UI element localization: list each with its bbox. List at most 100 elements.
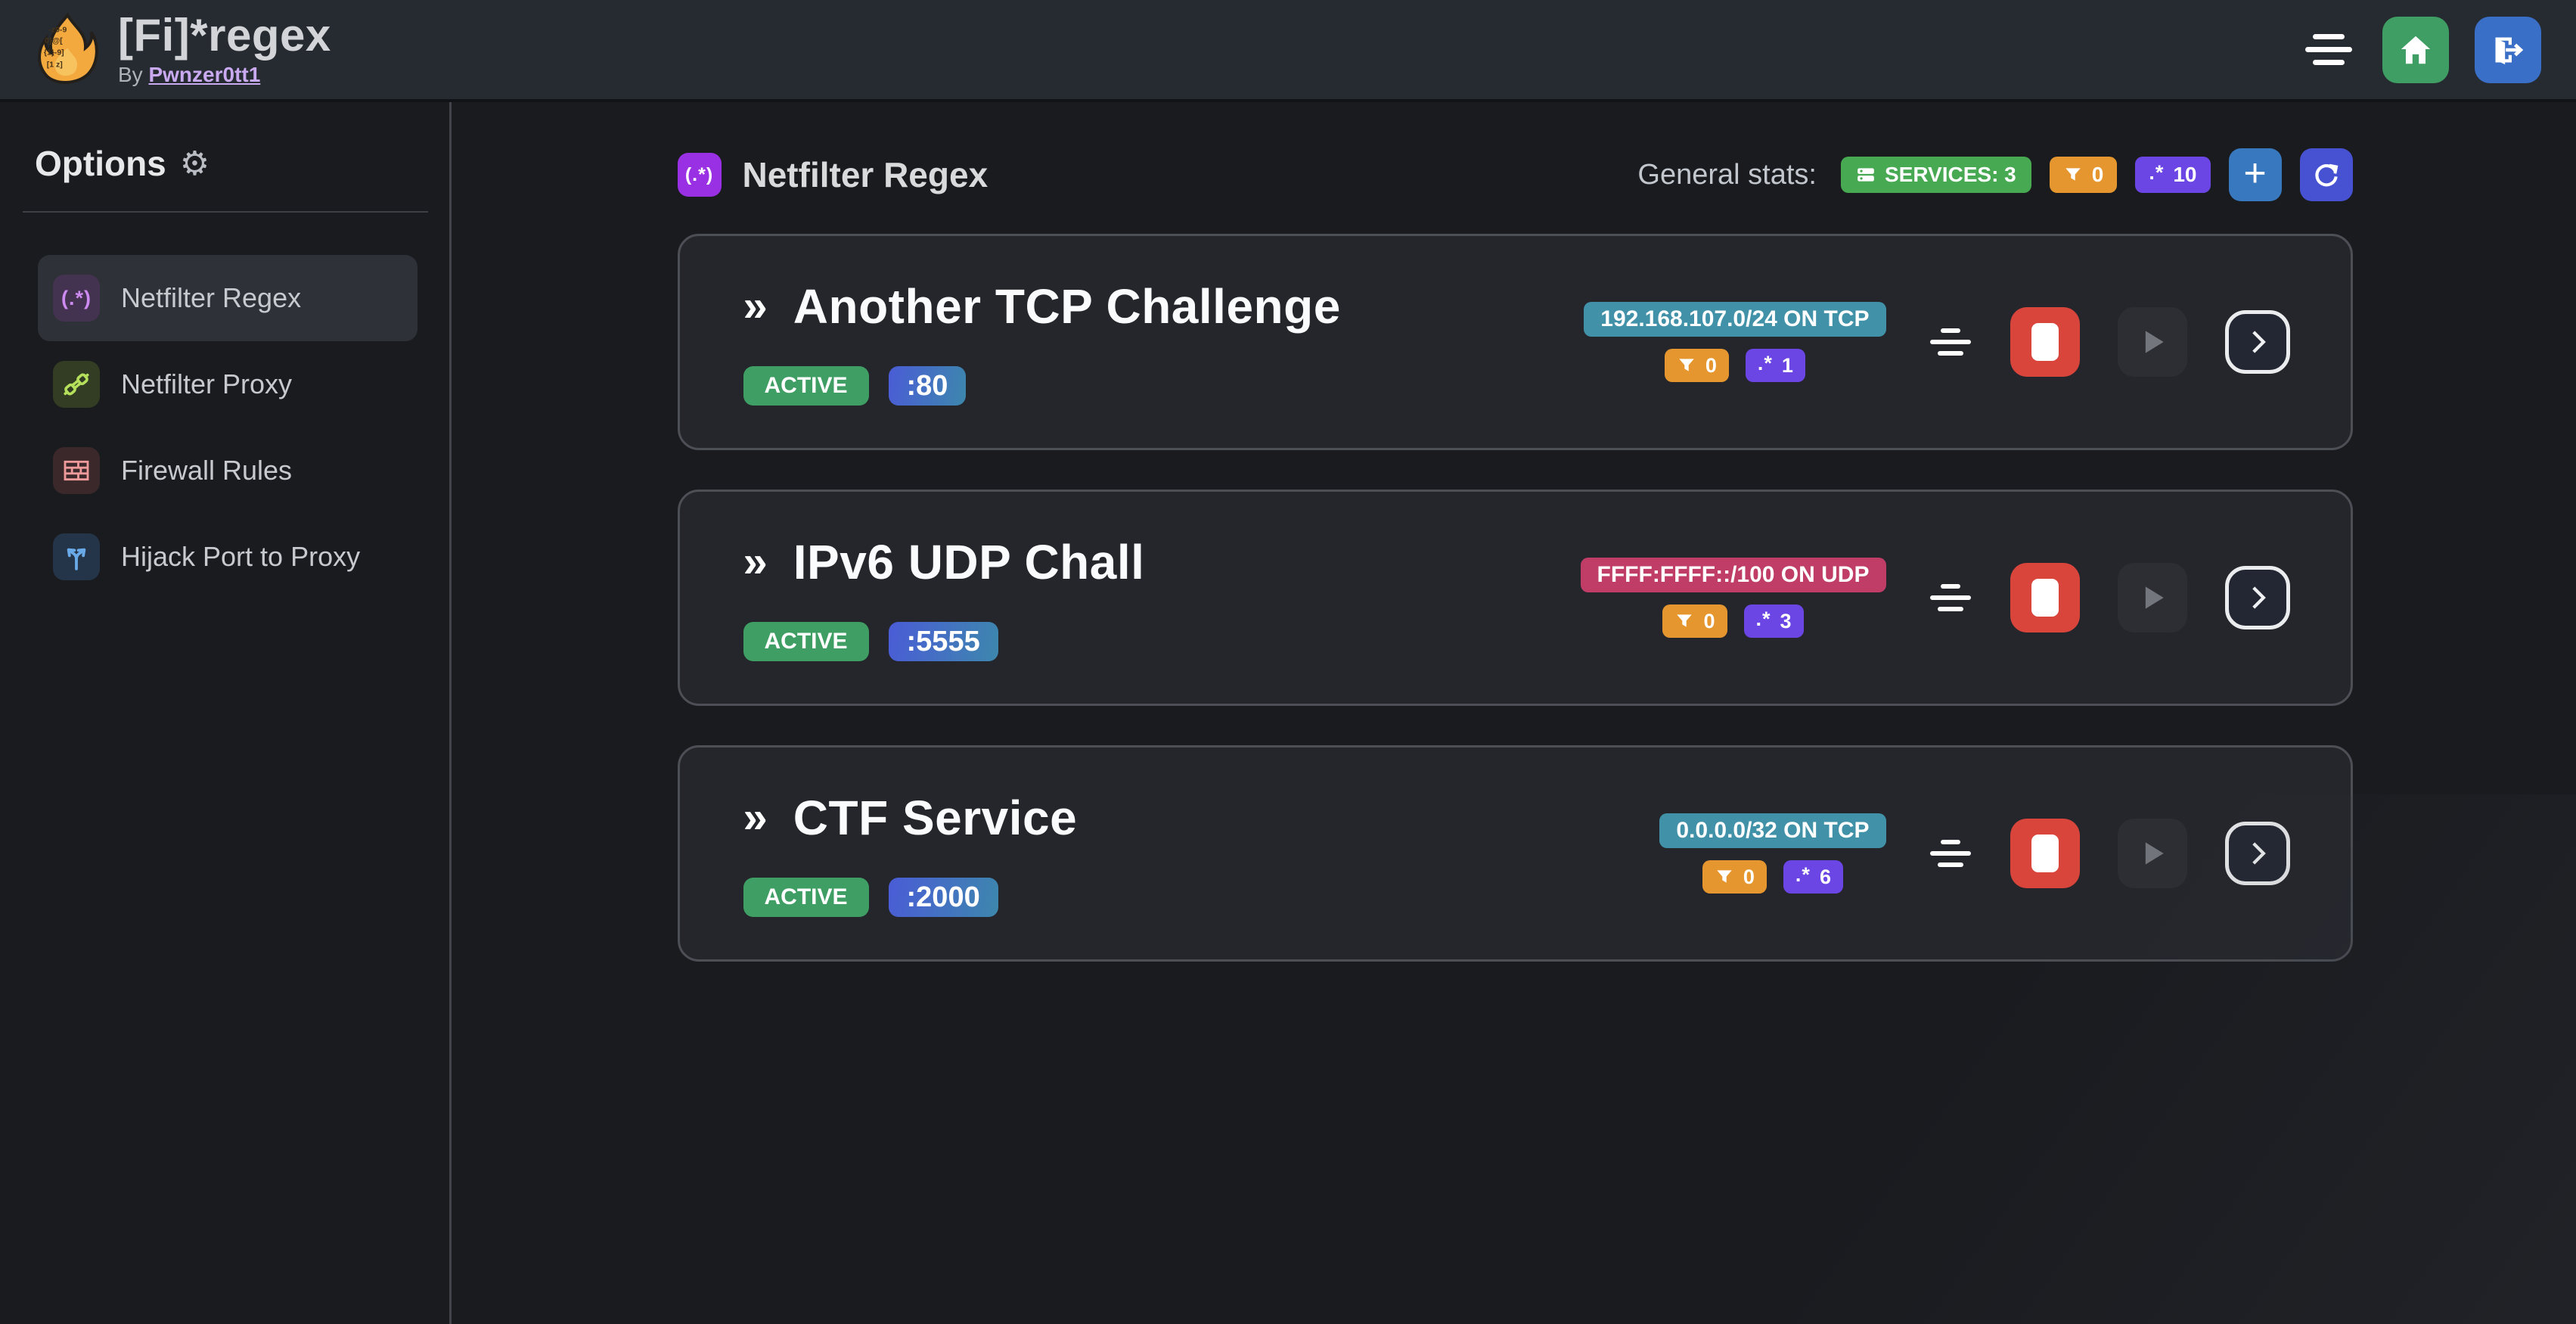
regexes-total-value: 10 — [2173, 163, 2197, 186]
service-list: » Another TCP Challenge ACTIVE :80 192.1… — [677, 234, 2353, 962]
sidebar-heading: Options ⚙ — [35, 143, 449, 184]
add-service-button[interactable]: + — [2228, 148, 2282, 201]
service-card: » CTF Service ACTIVE :2000 0.0.0.0/32 ON… — [677, 745, 2353, 962]
stop-icon — [2031, 323, 2059, 361]
main-panel: (.*) Netfilter Regex General stats: SERV… — [454, 102, 2576, 1324]
author-link[interactable]: Pwnzer0tt1 — [148, 62, 261, 86]
stop-icon — [2031, 579, 2059, 617]
svg-text:0}@[: 0}@[ — [45, 36, 63, 45]
service-menu-icon[interactable] — [1924, 834, 1977, 873]
open-service-button[interactable] — [2224, 822, 2290, 885]
services-count-label: SERVICES: 3 — [1884, 163, 2016, 186]
sidebar-item-label: Netfilter Proxy — [121, 368, 293, 399]
regex-glyph-icon: .* — [1795, 862, 1811, 886]
regexes-value: 3 — [1780, 609, 1792, 632]
service-menu-icon[interactable] — [1924, 322, 1977, 362]
filters-badge: 0 — [1702, 860, 1767, 894]
regexes-total-badge: .* 10 — [2135, 157, 2211, 193]
stop-service-button[interactable] — [2010, 819, 2080, 888]
status-badge: ACTIVE — [743, 366, 869, 406]
refresh-icon — [2314, 163, 2338, 187]
server-icon — [1858, 168, 1874, 182]
regexes-badge: .* 6 — [1783, 860, 1843, 894]
stop-service-button[interactable] — [2010, 563, 2080, 632]
status-badge: ACTIVE — [743, 878, 869, 917]
brick-wall-icon — [53, 447, 100, 494]
service-name: IPv6 UDP Chall — [793, 535, 1145, 589]
byline-prefix: By — [118, 62, 143, 86]
filters-badge: 0 — [1662, 605, 1727, 638]
sidebar-nav: (.*) Netfilter Regex Netfilter Proxy — [0, 255, 449, 600]
start-service-button[interactable] — [2117, 563, 2187, 632]
chevron-right-icon — [2252, 331, 2266, 353]
funnel-icon — [1717, 870, 1732, 883]
start-service-button[interactable] — [2117, 307, 2187, 377]
section-header: (.*) Netfilter Regex General stats: SERV… — [677, 148, 2353, 201]
sidebar-item-label: Netfilter Regex — [121, 282, 302, 313]
byline: By Pwnzer0tt1 — [118, 63, 331, 87]
svg-text:{1}-9]: {1}-9] — [44, 48, 64, 57]
sidebar-item-firewall-rules[interactable]: Firewall Rules — [38, 427, 417, 514]
double-chevron-icon: » — [743, 281, 768, 331]
funnel-icon — [1679, 359, 1694, 371]
sidebar-item-label: Hijack Port to Proxy — [121, 541, 361, 572]
filters-value: 0 — [1743, 865, 1755, 888]
split-arrows-icon — [53, 533, 100, 580]
cidr-badge: FFFF:FFFF::/100 ON UDP — [1580, 558, 1886, 592]
gear-icon: ⚙ — [179, 145, 210, 182]
logout-button[interactable] — [2475, 16, 2541, 83]
regex-glyph-icon: .* — [2149, 160, 2165, 184]
section-title: Netfilter Regex — [742, 155, 989, 194]
filters-value: 0 — [1705, 353, 1717, 377]
flame-logo: -z0-9 0}@[ {1}-9] [1 z] — [38, 12, 98, 84]
sidebar-item-label: Firewall Rules — [121, 455, 293, 486]
port-badge: :5555 — [888, 622, 998, 661]
sidebar-divider — [23, 211, 428, 213]
brand-block: [Fi]*regex By Pwnzer0tt1 — [118, 9, 331, 87]
funnel-icon — [1677, 614, 1693, 627]
status-badge: ACTIVE — [743, 622, 869, 661]
stats-label: General stats: — [1637, 158, 1817, 191]
cidr-badge: 0.0.0.0/32 ON TCP — [1659, 813, 1886, 848]
sidebar-item-netfilter-regex[interactable]: (.*) Netfilter Regex — [38, 255, 417, 341]
service-menu-icon[interactable] — [1924, 578, 1977, 617]
chevron-right-icon — [2252, 586, 2266, 609]
stop-service-button[interactable] — [2010, 307, 2080, 377]
start-service-button[interactable] — [2117, 819, 2187, 888]
play-icon — [2145, 331, 2164, 353]
service-card: » Another TCP Challenge ACTIVE :80 192.1… — [677, 234, 2353, 450]
sidebar-heading-label: Options — [35, 144, 166, 183]
regexes-badge: .* 3 — [1743, 605, 1804, 638]
logout-icon — [2495, 37, 2524, 64]
open-service-button[interactable] — [2224, 310, 2290, 374]
funnel-icon — [2065, 168, 2081, 181]
port-badge: :2000 — [888, 878, 998, 917]
app-title: [Fi]*regex — [118, 9, 331, 61]
service-name: CTF Service — [793, 791, 1078, 845]
top-navbar: -z0-9 0}@[ {1}-9] [1 z] [Fi]*regex By Pw… — [0, 0, 2576, 102]
regexes-badge: .* 1 — [1745, 349, 1805, 382]
service-name: Another TCP Challenge — [793, 279, 1341, 334]
services-count-badge: SERVICES: 3 — [1840, 157, 2031, 193]
home-button[interactable] — [2382, 16, 2449, 83]
filters-total-badge: 0 — [2049, 157, 2118, 193]
regexes-value: 1 — [1781, 353, 1793, 377]
sidebar-item-netfilter-proxy[interactable]: Netfilter Proxy — [38, 341, 417, 427]
double-chevron-icon: » — [743, 793, 768, 842]
home-icon — [2401, 36, 2431, 64]
plugs-icon — [53, 361, 100, 408]
regex-icon: (.*) — [53, 275, 100, 322]
filters-value: 0 — [1703, 609, 1715, 632]
svg-text:[1 z]: [1 z] — [47, 60, 63, 69]
open-service-button[interactable] — [2224, 566, 2290, 629]
play-icon — [2145, 842, 2164, 865]
refresh-button[interactable] — [2299, 148, 2353, 201]
stop-icon — [2031, 834, 2059, 872]
sidebar-item-hijack-port[interactable]: Hijack Port to Proxy — [38, 514, 417, 600]
service-card: » IPv6 UDP Chall ACTIVE :5555 FFFF:FFFF:… — [677, 490, 2353, 706]
port-badge: :80 — [888, 366, 967, 406]
menu-icon[interactable] — [2301, 30, 2357, 70]
chevron-right-icon — [2252, 842, 2266, 865]
svg-text:-z0-9: -z0-9 — [48, 25, 67, 34]
regex-glyph-icon: .* — [1757, 351, 1773, 375]
